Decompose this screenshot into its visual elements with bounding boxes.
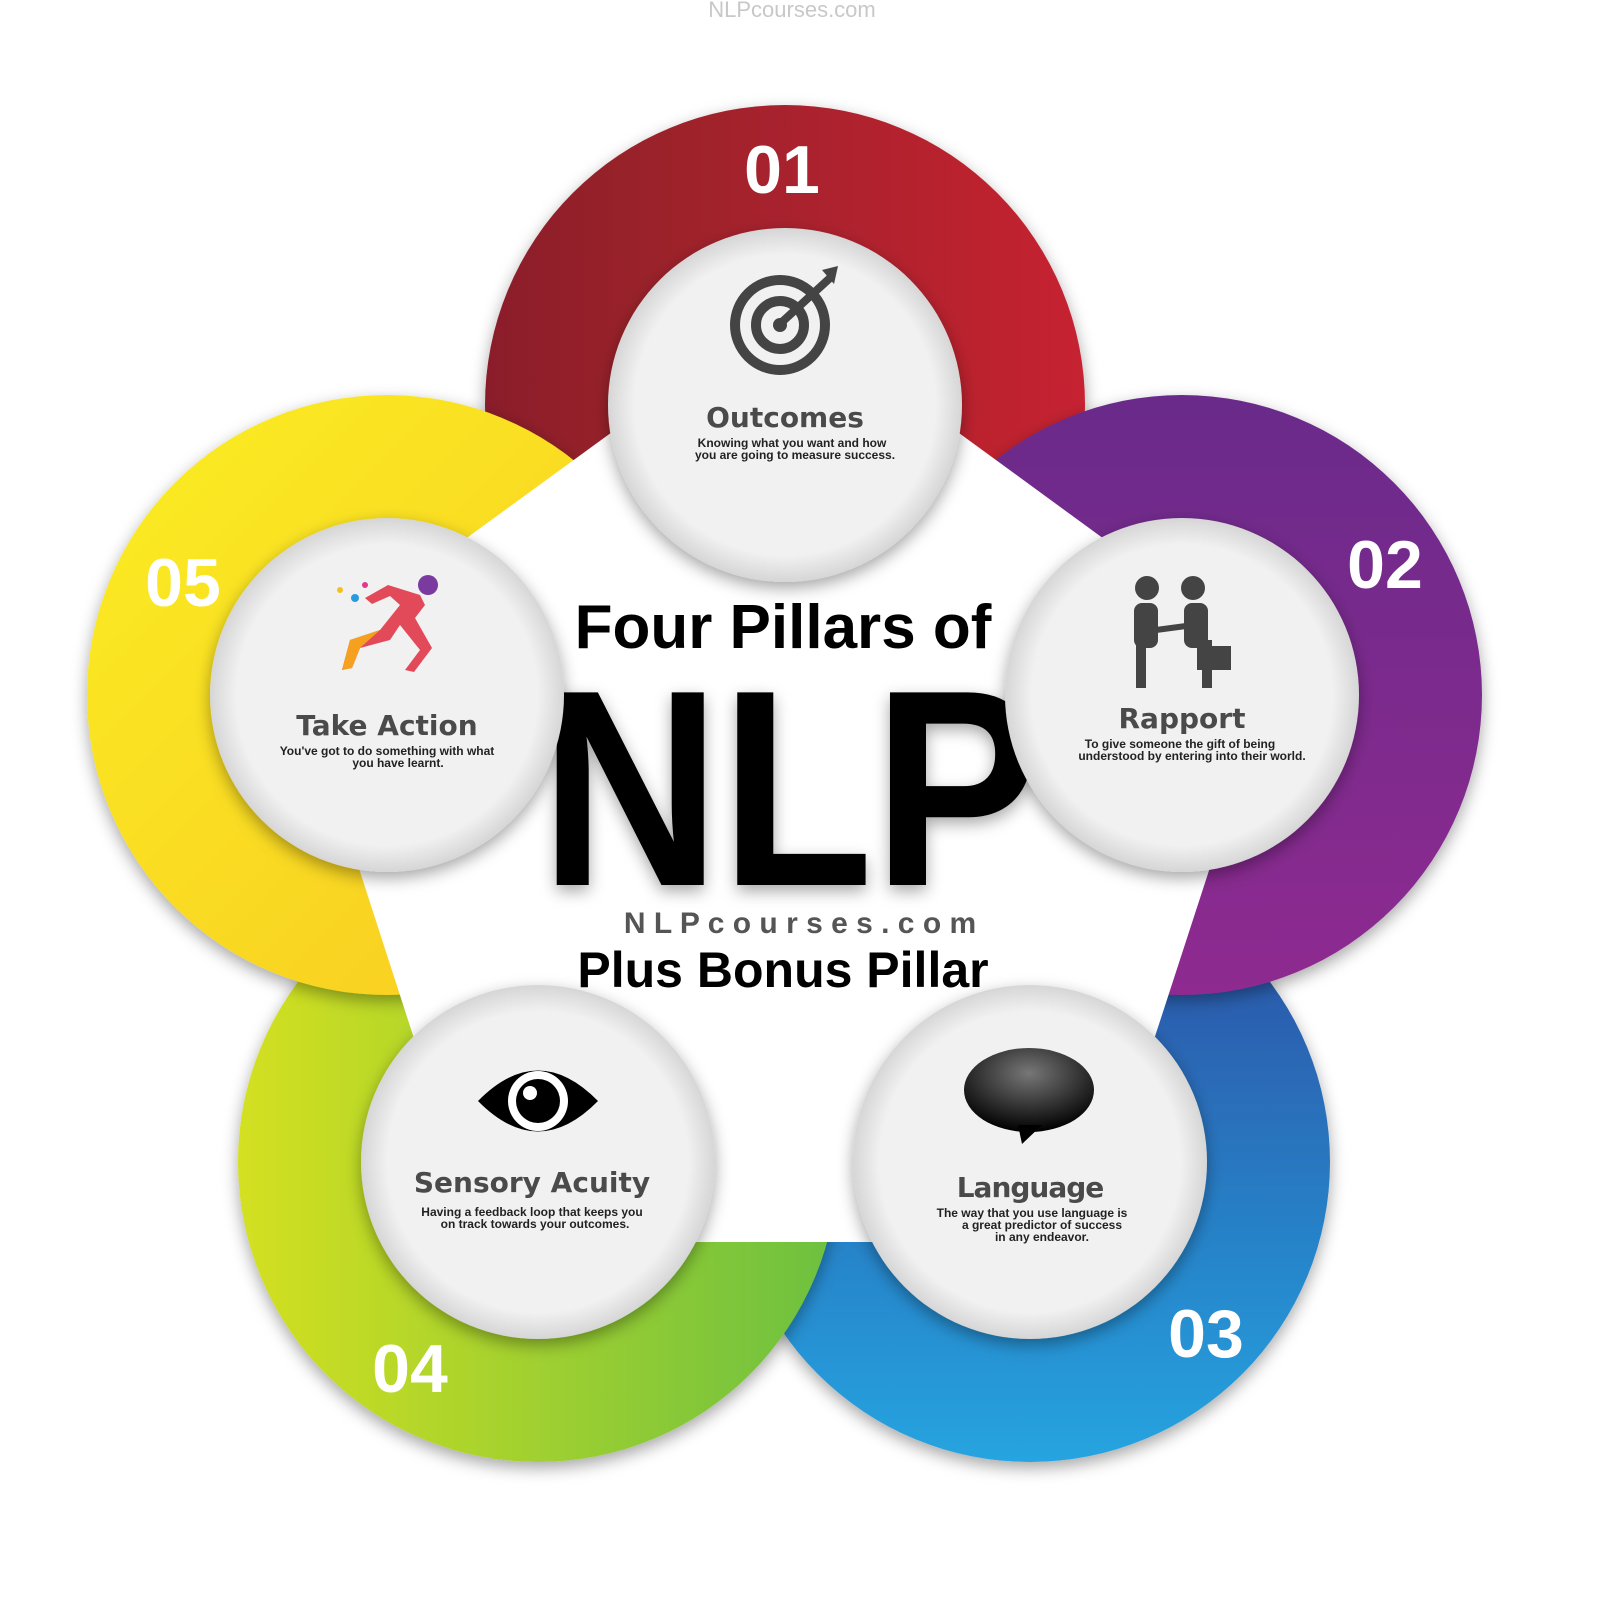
svg-text:Rapport: Rapport (1119, 702, 1246, 735)
watermark: NLPcourses.com (708, 0, 876, 22)
target-arrow-icon (730, 266, 838, 375)
pillar-01: 01 Outcomes Knowing what you want and ho… (608, 132, 962, 582)
handshake-people-icon (1134, 576, 1231, 688)
svg-text:in any endeavor.: in any endeavor. (995, 1230, 1089, 1244)
center-site: N L P c o u r s e s . c o m (624, 907, 976, 940)
svg-text:03: 03 (1168, 1296, 1244, 1372)
center-nlp: NLP (540, 633, 1040, 945)
svg-text:04: 04 (372, 1331, 448, 1407)
svg-text:you have learnt.: you have learnt. (352, 756, 443, 770)
svg-text:02: 02 (1347, 527, 1423, 603)
svg-text:Outcomes: Outcomes (706, 401, 864, 434)
pillar-02: 02 Rapport To give someone the gift of b… (1005, 518, 1423, 872)
svg-text:01: 01 (744, 132, 820, 208)
svg-text:understood by entering into th: understood by entering into their world. (1078, 749, 1305, 763)
center-title: Four Pillars of (575, 593, 992, 662)
svg-text:Language: Language (957, 1171, 1104, 1204)
svg-text:a great predictor of success: a great predictor of success (962, 1218, 1122, 1232)
svg-text:You've got to do something wit: You've got to do something with what (280, 744, 495, 758)
svg-text:on track towards your outcomes: on track towards your outcomes. (441, 1217, 630, 1231)
svg-text:05: 05 (145, 545, 221, 621)
svg-text:To give someone the gift of be: To give someone the gift of being (1085, 737, 1275, 751)
svg-text:The way that you use language: The way that you use language is (937, 1206, 1128, 1220)
svg-text:Sensory Acuity: Sensory Acuity (414, 1166, 650, 1199)
center-subtitle: Plus Bonus Pillar (577, 942, 988, 998)
eye-icon (478, 1070, 598, 1132)
svg-text:Knowing what you want and how: Knowing what you want and how (698, 436, 887, 450)
svg-text:you are going to measure succe: you are going to measure success. (695, 448, 895, 462)
pillar-04: 04 Sensory Acuity Having a feedback loop… (361, 985, 715, 1407)
running-man-icon (337, 575, 438, 672)
svg-text:Take Action: Take Action (296, 709, 477, 742)
svg-text:Having a feedback loop that ke: Having a feedback loop that keeps you (421, 1205, 642, 1219)
pillar-05: 05 Take Action You've got to do somethin… (145, 518, 564, 872)
speech-bubble-icon (964, 1048, 1094, 1144)
pillar-03: 03 Language The way that you use languag… (853, 985, 1244, 1372)
